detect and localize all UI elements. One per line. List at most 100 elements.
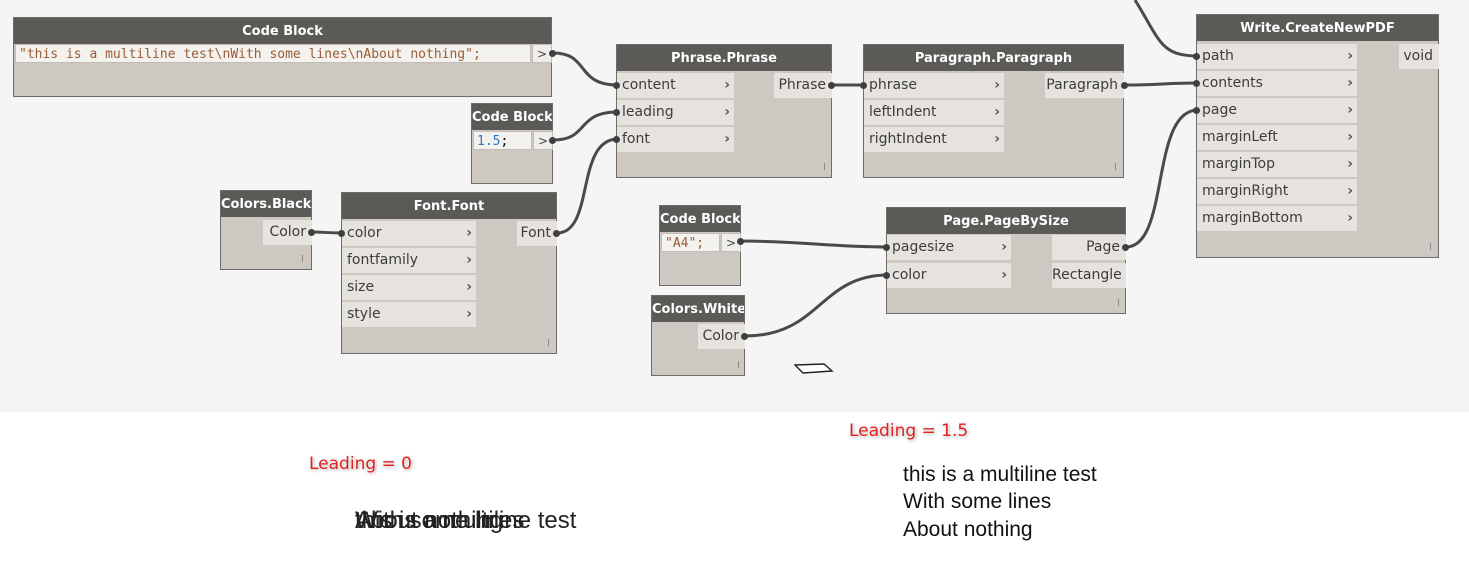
output-port-void[interactable]: void bbox=[1399, 44, 1439, 69]
port-dot bbox=[828, 82, 835, 89]
input-port-marginleft[interactable]: marginLeft› bbox=[1197, 125, 1357, 150]
node-title: Paragraph.Paragraph bbox=[864, 45, 1123, 71]
port-dot bbox=[860, 82, 867, 89]
port-label: color bbox=[347, 225, 382, 241]
input-port-path[interactable]: path › bbox=[1197, 44, 1357, 69]
node-title: Colors.White bbox=[652, 296, 744, 322]
input-port-pagesize[interactable]: pagesize › bbox=[887, 235, 1011, 260]
input-port-leftindent[interactable]: leftIndent› bbox=[864, 100, 1004, 125]
input-port-font[interactable]: font› bbox=[617, 127, 734, 152]
code-suffix: ; bbox=[500, 134, 509, 149]
output-port-font[interactable]: Font bbox=[517, 221, 557, 246]
resize-grip[interactable] bbox=[1430, 243, 1431, 250]
wire-page-to-page bbox=[1125, 108, 1199, 249]
code-text: "A4"; bbox=[665, 236, 705, 251]
port-label: fontfamily bbox=[347, 252, 419, 268]
port-label: path bbox=[1202, 48, 1234, 64]
port-label: rightIndent bbox=[869, 131, 947, 147]
output-port-page[interactable]: Page bbox=[1052, 235, 1126, 260]
output-port-paragraph[interactable]: Paragraph bbox=[1045, 73, 1124, 98]
code-text: "this is a multiline test\nWith some lin… bbox=[19, 47, 481, 62]
code-input[interactable]: "A4"; bbox=[661, 233, 720, 252]
port-dot bbox=[613, 109, 620, 116]
input-port-rightindent[interactable]: rightIndent› bbox=[864, 127, 1004, 152]
chevron-right-icon: › bbox=[1347, 156, 1353, 172]
resize-grip[interactable] bbox=[302, 255, 303, 262]
input-port-margintop[interactable]: marginTop › bbox=[1197, 152, 1357, 177]
output-port-phrase[interactable]: Phrase bbox=[774, 73, 832, 98]
chevron-right-icon: › bbox=[1347, 183, 1353, 199]
chevron-right-icon: › bbox=[994, 104, 1000, 120]
code-block-leading-node[interactable]: Code Block 1.5; > bbox=[471, 103, 553, 184]
port-dot bbox=[613, 82, 620, 89]
port-label: color bbox=[892, 267, 927, 283]
chevron-right-icon: › bbox=[1001, 267, 1007, 283]
phrase-phrase-node[interactable]: Phrase.Phrase content› leading› font› Ph… bbox=[616, 44, 832, 178]
code-output-port[interactable]: > bbox=[532, 44, 552, 63]
resize-grip[interactable] bbox=[1118, 299, 1119, 306]
output-port-color[interactable]: Color bbox=[263, 220, 312, 245]
port-dot bbox=[883, 272, 890, 279]
input-port-phrase[interactable]: phrase› bbox=[864, 73, 1004, 98]
resize-grip[interactable] bbox=[1115, 163, 1116, 170]
chevron-right-icon: › bbox=[1347, 129, 1353, 145]
input-port-content[interactable]: content› bbox=[617, 73, 734, 98]
node-graph-canvas[interactable]: Code Block "this is a multiline test\nWi… bbox=[0, 0, 1469, 412]
input-port-color[interactable]: color › bbox=[887, 263, 1011, 288]
code-input[interactable]: "this is a multiline test\nWith some lin… bbox=[15, 44, 531, 63]
pdf-line: About nothing bbox=[355, 507, 504, 534]
port-dot bbox=[883, 244, 890, 251]
write-createnewpdf-node[interactable]: Write.CreateNewPDF path› contents› page›… bbox=[1196, 14, 1439, 258]
pdf-line: this is a multiline test bbox=[903, 463, 1097, 486]
port-label: pagesize bbox=[892, 239, 955, 255]
input-port-size[interactable]: size› bbox=[342, 275, 476, 300]
resize-grip[interactable] bbox=[548, 339, 549, 346]
node-title: Font.Font bbox=[342, 193, 556, 219]
port-dot bbox=[737, 238, 744, 245]
wire-leading-to-leading bbox=[552, 110, 619, 142]
chevron-right-icon: › bbox=[1347, 75, 1353, 91]
port-dot bbox=[613, 136, 620, 143]
chevron-right-icon: › bbox=[466, 225, 472, 241]
port-dot bbox=[549, 50, 556, 57]
input-port-leading[interactable]: leading› bbox=[617, 100, 734, 125]
input-port-marginbottom[interactable]: marginBottom› bbox=[1197, 206, 1357, 231]
code-block-text-node[interactable]: Code Block "this is a multiline test\nWi… bbox=[13, 17, 552, 97]
colors-white-node[interactable]: Colors.White Color bbox=[651, 295, 745, 376]
port-dot bbox=[1121, 82, 1128, 89]
colors-black-node[interactable]: Colors.Black Color bbox=[220, 190, 312, 270]
port-label: size bbox=[347, 279, 375, 295]
port-label: page bbox=[1202, 102, 1237, 118]
input-port-marginright[interactable]: marginRight› bbox=[1197, 179, 1357, 204]
node-title: Write.CreateNewPDF bbox=[1197, 15, 1438, 41]
page-pagebysize-node[interactable]: Page.PageBySize pagesize › color › Page Re… bbox=[886, 207, 1126, 314]
resize-grip[interactable] bbox=[824, 163, 825, 170]
node-title: Page.PageBySize bbox=[887, 208, 1125, 234]
output-port-color[interactable]: Color bbox=[698, 324, 745, 349]
chevron-right-icon: › bbox=[1001, 239, 1007, 255]
node-title: Code Block bbox=[472, 104, 552, 130]
code-block-a4-node[interactable]: Code Block "A4"; > bbox=[659, 205, 741, 286]
input-port-style[interactable]: style› bbox=[342, 302, 476, 327]
pdf-line: this is a multiline test bbox=[355, 507, 577, 534]
chevron-right-icon: › bbox=[1347, 48, 1353, 64]
output-port-rectangle[interactable]: Rectangle bbox=[1052, 263, 1126, 288]
port-dot bbox=[308, 229, 315, 236]
font-font-node[interactable]: Font.Font color › fontfamily› size› style… bbox=[341, 192, 557, 354]
wire-text-to-content bbox=[552, 51, 619, 87]
resize-grip[interactable] bbox=[738, 361, 739, 368]
code-number: 1.5 bbox=[477, 134, 501, 149]
input-port-contents[interactable]: contents› bbox=[1197, 71, 1357, 96]
input-port-page[interactable]: page› bbox=[1197, 98, 1357, 123]
pdf-output-overlapped: this is a multiline test With some lines… bbox=[355, 507, 655, 537]
code-input[interactable]: 1.5; bbox=[473, 131, 532, 150]
paragraph-paragraph-node[interactable]: Paragraph.Paragraph phrase› leftIndent› … bbox=[863, 44, 1124, 178]
wire-offscreen-to-path bbox=[1133, 0, 1199, 58]
input-port-fontfamily[interactable]: fontfamily› bbox=[342, 248, 476, 273]
input-port-color[interactable]: color › bbox=[342, 221, 476, 246]
port-label: content bbox=[622, 77, 676, 93]
port-label: marginTop bbox=[1202, 156, 1276, 172]
cursor-icon bbox=[794, 363, 834, 374]
port-dot bbox=[1193, 107, 1200, 114]
wire-a4-to-pagesize bbox=[740, 239, 889, 249]
